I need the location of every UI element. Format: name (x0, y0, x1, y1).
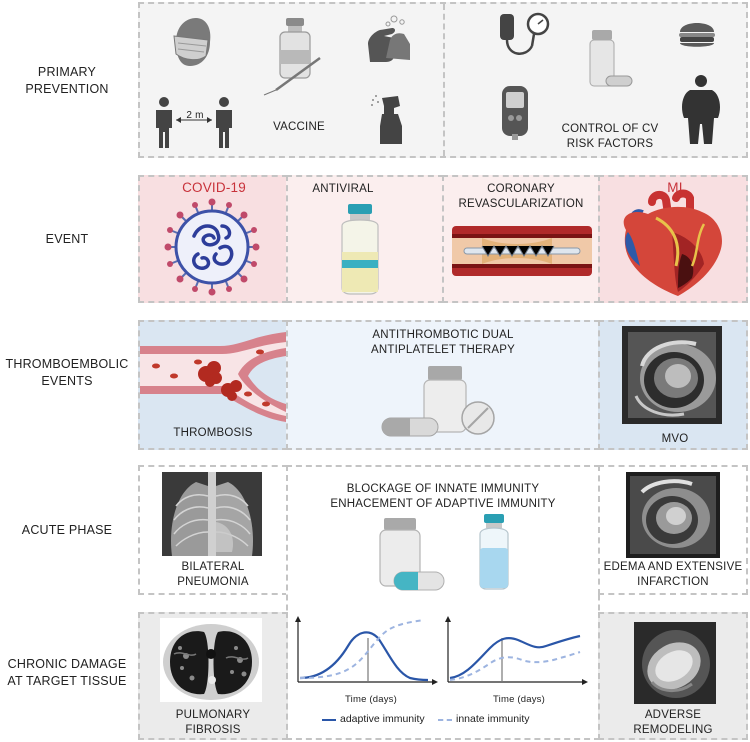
row-label-chronic-damage: CHRONIC DAMAGE AT TARGET TISSUE (7, 657, 127, 688)
infarction-mri-image (626, 472, 720, 558)
glucometer-icon (502, 86, 528, 140)
face-mask-icon (173, 18, 211, 66)
heart-icon (623, 189, 722, 296)
vaccine-label: VACCINE (273, 121, 325, 133)
legend-innate-swatch (438, 719, 452, 721)
bilateral-pneumonia-label: BILATERAL PNEUMONIA (177, 561, 249, 588)
immunity-panel (286, 465, 600, 740)
antiplatelet-pills-icon (381, 366, 495, 437)
immunity-vial-icon (479, 514, 509, 590)
mvo-label: MVO (661, 433, 689, 445)
time-axis-label-right: Time (days) (493, 694, 545, 705)
obese-person-icon (682, 75, 720, 144)
covid-label: COVID-19 (182, 180, 246, 195)
antiplatelet-therapy-label: ANTITHROMBOTIC DUAL ANTIPLATELET THERAPY (371, 329, 515, 356)
mvo-mri-image (622, 326, 722, 424)
row-label-thromboembolic: THROMBOEMBOLIC EVENTS (5, 357, 129, 388)
revascularization-label: CORONARY REVASCULARIZATION (458, 183, 584, 210)
edema-infarction-label: EDEMA AND EXTENSIVE INFARCTION (603, 561, 743, 588)
vaccine-vial-icon (263, 18, 321, 96)
remodeling-mri-image (634, 622, 716, 704)
coronavirus-icon (164, 198, 260, 296)
cv-risk-factors-label: CONTROL OF CV RISK FACTORS (561, 123, 659, 150)
hand-washing-icon (368, 15, 410, 62)
antiviral-label: ANTIVIRAL (312, 183, 374, 195)
social-distance-icon (156, 97, 232, 148)
legend-innate-label: innate immunity (456, 713, 530, 725)
lung-ct-image (160, 618, 262, 702)
pulmonary-fibrosis-label: PULMONARY FIBROSIS (175, 709, 251, 736)
legend-adaptive-label: adaptive immunity (340, 713, 425, 725)
adverse-remodeling-label: ADVERSE REMODELING (633, 709, 713, 736)
legend-adaptive-swatch (322, 719, 336, 721)
spray-bottle-icon (371, 95, 402, 144)
chest-xray-image (162, 472, 262, 556)
blood-pressure-icon (500, 12, 550, 55)
legend: adaptive immunity innate immunity (322, 712, 572, 728)
stent-artery-icon (452, 226, 592, 276)
panel-divider (443, 4, 445, 156)
thrombosis-label: THROMBOSIS (173, 427, 253, 439)
row-label-primary-prevention: PRIMARY PREVENTION (25, 65, 109, 96)
distance-label: 2 m (186, 110, 204, 121)
immune-curve-right (445, 616, 588, 685)
blood-clot-vessel-icon (140, 332, 286, 422)
row-label-event: EVENT (45, 232, 89, 246)
immunity-pill-bottle-icon (379, 518, 445, 591)
burger-icon (679, 23, 715, 47)
time-axis-label-left: Time (days) (345, 694, 397, 705)
row-label-acute-phase: ACUTE PHASE (21, 523, 113, 537)
antiviral-vial-icon (341, 204, 379, 295)
pill-bottle-icon (589, 30, 633, 87)
immunity-label: BLOCKAGE OF INNATE IMMUNITY ENHACEMENT O… (330, 483, 556, 510)
immune-curve-left (295, 616, 438, 685)
